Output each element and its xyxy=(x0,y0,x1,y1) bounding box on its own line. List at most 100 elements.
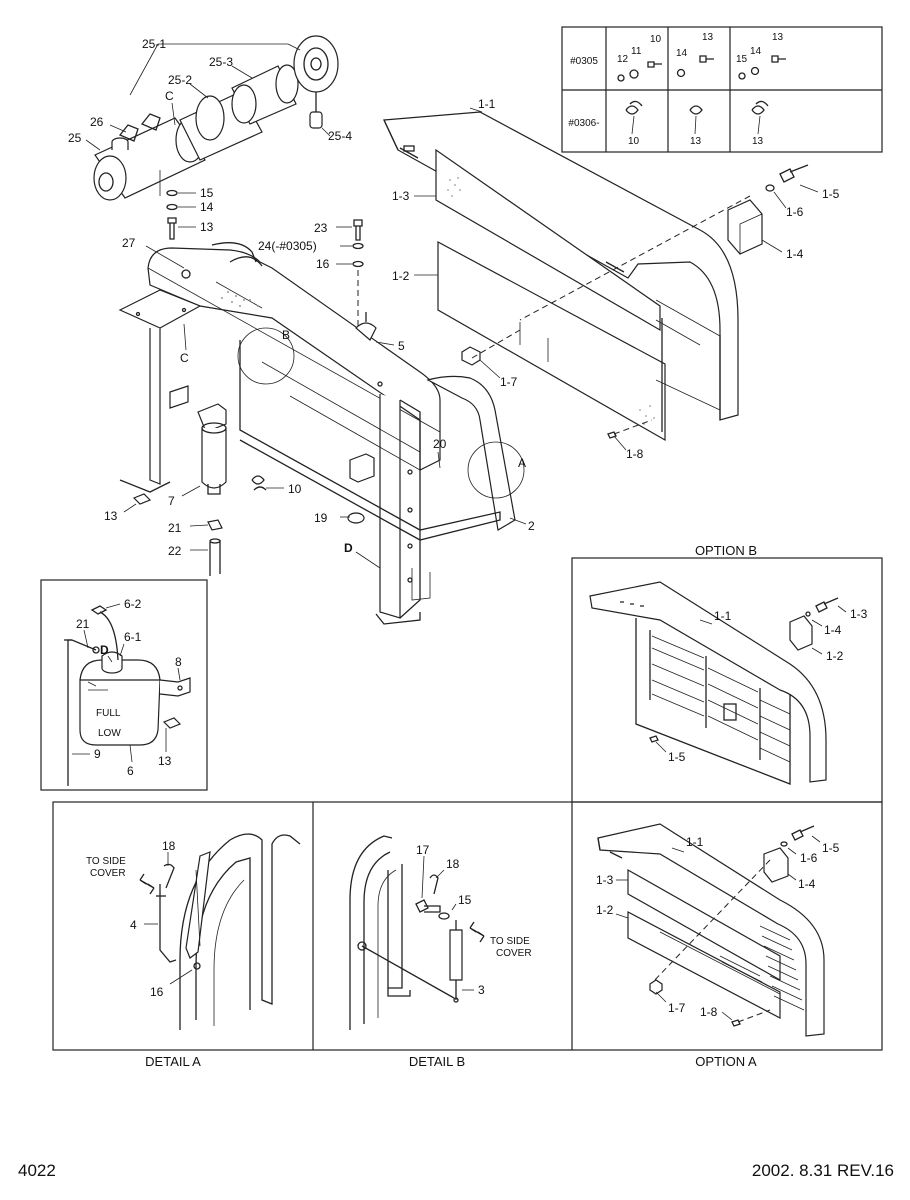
detail-b-label-17: 17 xyxy=(416,843,430,857)
table-label-13: 13 xyxy=(702,32,714,43)
washer-icon xyxy=(676,68,686,78)
label-1-2: 1-2 xyxy=(392,269,410,283)
label-19: 19 xyxy=(314,511,328,525)
label-20: 20 xyxy=(433,437,447,451)
bolt-icon xyxy=(771,55,786,63)
arrow-icon xyxy=(139,873,155,895)
clip-icon xyxy=(751,100,769,115)
option-b-guard xyxy=(589,581,839,785)
bolt-icon xyxy=(647,61,662,68)
option-b-label-1-4: 1-4 xyxy=(824,623,842,637)
serial-row-1-label: #0305 xyxy=(570,56,598,67)
bolt-stack xyxy=(352,219,364,338)
caption-detail-a: DETAIL A xyxy=(145,1054,201,1069)
detail-b-label-15: 15 xyxy=(458,893,472,907)
serial-row-2-label: #0306- xyxy=(568,118,599,129)
tank-label-6-1: 6-1 xyxy=(124,630,142,644)
detail-a-label-16: 16 xyxy=(150,985,164,999)
table-label-13b-row2: 13 xyxy=(752,136,764,147)
label-1-1: 1-1 xyxy=(478,97,496,111)
detail-a-label-4: 4 xyxy=(130,918,137,932)
detail-b-label-3: 3 xyxy=(478,983,485,997)
table-label-11: 11 xyxy=(631,46,642,57)
table-label-10-row2: 10 xyxy=(628,136,640,147)
label-7: 7 xyxy=(168,494,175,508)
label-10: 10 xyxy=(288,482,302,496)
detail-a-cover: COVER xyxy=(90,868,126,879)
label-1-5: 1-5 xyxy=(822,187,840,201)
tank-label-6-2: 6-2 xyxy=(124,597,142,611)
label-a: A xyxy=(518,456,526,470)
table-label-13b: 13 xyxy=(772,32,784,43)
label-1-7: 1-7 xyxy=(500,375,518,389)
fuel-filter xyxy=(132,403,267,576)
label-c-mid: C xyxy=(180,351,189,365)
detail-a-to-side: TO SIDE xyxy=(86,856,126,867)
caption-option-b: OPTION B xyxy=(695,543,757,558)
option-a-guard xyxy=(597,823,825,1037)
label-d-main: D xyxy=(344,541,353,555)
tank-label-9: 9 xyxy=(94,747,101,761)
tank-label-13: 13 xyxy=(158,754,172,768)
detail-b-to-side: TO SIDE xyxy=(490,936,530,947)
label-13-mid: 13 xyxy=(104,509,118,523)
clip-icon xyxy=(689,105,703,115)
label-23: 23 xyxy=(314,221,328,235)
option-b-label-1-1: 1-1 xyxy=(714,609,732,623)
label-16-top: 16 xyxy=(316,257,330,271)
option-a-label-1-2: 1-2 xyxy=(596,903,614,917)
label-c-top: C xyxy=(165,89,174,103)
option-a-label-1-5: 1-5 xyxy=(822,841,840,855)
washer-icon xyxy=(617,74,625,82)
option-a-label-1-7: 1-7 xyxy=(668,1001,686,1015)
table-label-13-row2: 13 xyxy=(690,136,702,147)
tank-full-mark: FULL xyxy=(96,708,121,719)
label-2: 2 xyxy=(528,519,535,533)
washer-icon xyxy=(738,72,746,80)
table-label-15: 15 xyxy=(736,54,748,65)
option-a-label-1-4: 1-4 xyxy=(798,877,816,891)
tank-low-mark: LOW xyxy=(98,728,121,739)
detail-b-label-18: 18 xyxy=(446,857,460,871)
tank-label-d: D xyxy=(100,643,109,657)
label-1-6: 1-6 xyxy=(786,205,804,219)
washer-icon xyxy=(750,66,760,76)
details-panel xyxy=(52,801,883,1051)
label-25-1: 25-1 xyxy=(142,37,166,51)
tank-label-6: 6 xyxy=(127,764,134,778)
label-25-2: 25-2 xyxy=(168,73,192,87)
label-15: 15 xyxy=(200,186,214,200)
label-13-top: 13 xyxy=(200,220,214,234)
option-a-label-1-6: 1-6 xyxy=(800,851,818,865)
detail-a-label-18: 18 xyxy=(162,839,176,853)
label-24: 24(-#0305) xyxy=(258,239,317,253)
reservoir-tank xyxy=(64,605,191,786)
label-5: 5 xyxy=(398,339,405,353)
label-14: 14 xyxy=(200,200,214,214)
option-b-label-1-3: 1-3 xyxy=(850,607,868,621)
label-1-3: 1-3 xyxy=(392,189,410,203)
option-a-label-1-3: 1-3 xyxy=(596,873,614,887)
label-22: 22 xyxy=(168,544,182,558)
air-cleaner xyxy=(93,35,339,240)
label-1-8: 1-8 xyxy=(626,447,644,461)
label-21: 21 xyxy=(168,521,182,535)
serial-table: #0305 #0306- 12 11 10 14 13 15 14 13 10 … xyxy=(561,26,883,153)
option-a-label-1-8: 1-8 xyxy=(700,1005,718,1019)
option-a-label-1-1: 1-1 xyxy=(686,835,704,849)
revision-date: 2002. 8.31 REV.16 xyxy=(752,1161,894,1180)
detail-b-cover: COVER xyxy=(496,948,532,959)
frame xyxy=(118,242,516,625)
detail-a-circle xyxy=(467,441,525,499)
table-label-12: 12 xyxy=(617,54,629,65)
arrow-icon xyxy=(469,921,485,943)
label-b: B xyxy=(282,328,290,342)
tank-label-8: 8 xyxy=(175,655,182,669)
washer-icon xyxy=(629,69,639,79)
label-27: 27 xyxy=(122,236,136,250)
label-26: 26 xyxy=(90,115,104,129)
label-25-3: 25-3 xyxy=(209,55,233,69)
table-label-14b: 14 xyxy=(750,46,762,57)
option-b-label-1-2: 1-2 xyxy=(826,649,844,663)
